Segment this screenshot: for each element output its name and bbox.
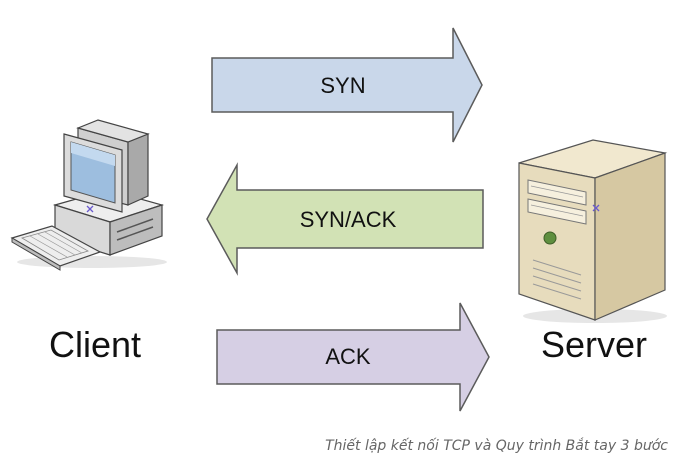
syn-ack-arrow-shape bbox=[206, 162, 484, 276]
syn-arrow-label: SYN bbox=[320, 73, 365, 98]
ack-arrow-shape bbox=[216, 302, 490, 412]
figure-caption: Thiết lập kết nối TCP và Quy trình Bắt t… bbox=[325, 438, 668, 454]
syn-arrow: SYN bbox=[211, 27, 483, 143]
syn-ack-arrow: SYN/ACK bbox=[206, 162, 484, 276]
server-label: Server bbox=[541, 324, 647, 365]
syn-ack-arrow-label: SYN/ACK bbox=[300, 207, 397, 232]
syn-arrow-shape bbox=[211, 27, 483, 143]
ack-arrow: ACK bbox=[216, 302, 490, 412]
desktop-computer-icon bbox=[10, 119, 167, 271]
server-tower-icon bbox=[518, 139, 668, 323]
client-label: Client bbox=[49, 324, 141, 365]
ack-arrow-label: ACK bbox=[325, 344, 371, 369]
